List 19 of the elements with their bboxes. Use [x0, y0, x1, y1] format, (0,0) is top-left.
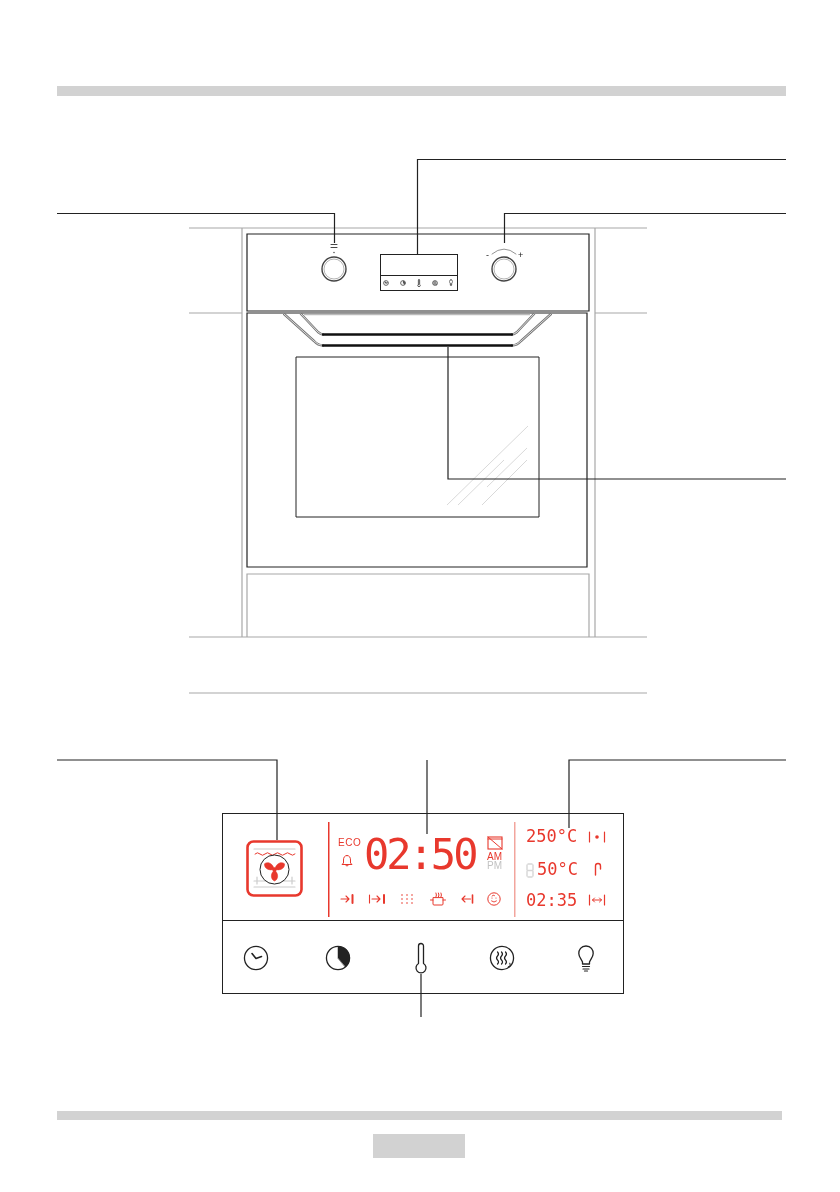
leader-line [56, 212, 336, 244]
control-panel [222, 813, 624, 994]
time-period-indicator: AM [487, 852, 502, 861]
time-period-indicator: PM [487, 861, 502, 870]
time-readout: 02:35 [526, 892, 578, 909]
dial-sign: - [486, 251, 489, 260]
temperature-readout: 50°C [537, 861, 578, 878]
thermometer-icon [413, 942, 429, 974]
leader-line [503, 212, 787, 244]
mode-indicator: ECO [338, 838, 362, 848]
time-readout: 02:50 [364, 834, 476, 876]
door-handle [283, 313, 552, 347]
leader-line [416, 158, 787, 255]
leader-line [447, 346, 787, 480]
dial-sign: + [518, 251, 524, 260]
oven-fan-icon [246, 840, 303, 897]
control-knob [320, 243, 348, 282]
temperature-readout: 250°C [526, 828, 578, 845]
control-display [380, 254, 458, 291]
